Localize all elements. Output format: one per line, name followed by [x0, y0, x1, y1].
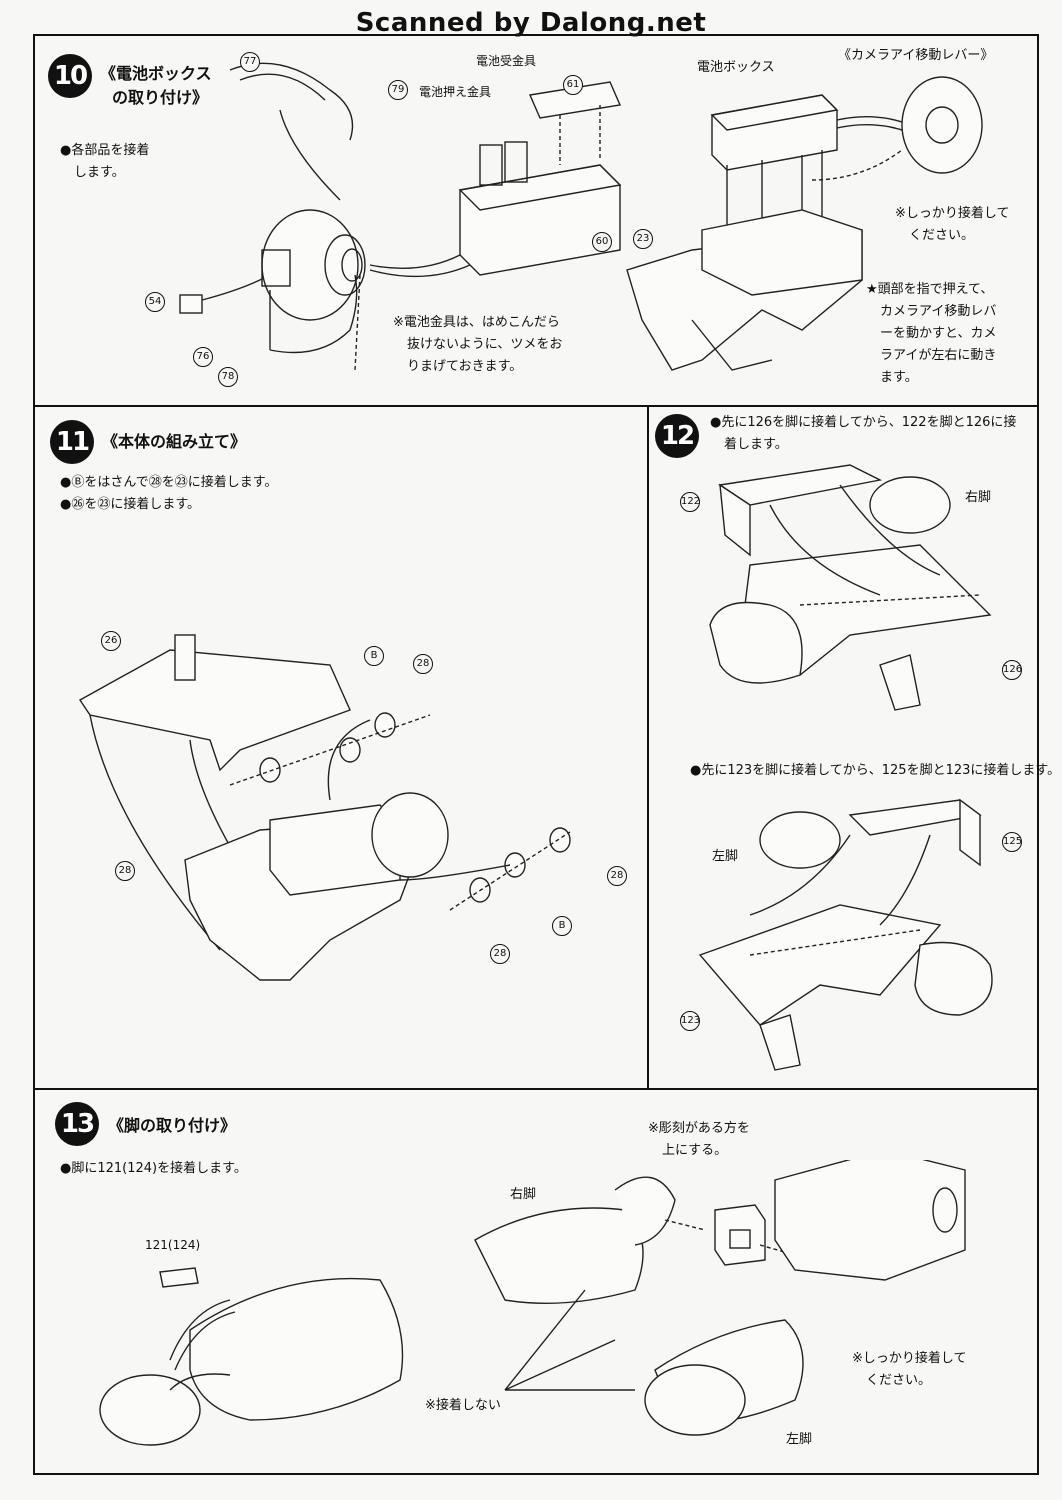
- left-leg-label-13: 左脚: [786, 1432, 813, 1447]
- step-10-title-line1: 《電池ボックス: [100, 64, 212, 83]
- step-11-note-2: ●㉖を㉓に接着します。: [60, 497, 201, 512]
- glue-firmly-notice-13-2: ください。: [866, 1373, 932, 1388]
- engraving-side-notice-2: 上にする。: [662, 1143, 728, 1158]
- part-60-label: 60: [592, 232, 612, 252]
- head-lever-notice: ★頭部を指で押えて、 カメラアイ移動レバ ーを動かすと、カメ ラアイが左右に動き…: [866, 279, 996, 389]
- part-26-label: 26: [101, 631, 121, 651]
- step-13-instructions: ●脚に121(124)を接着します。: [60, 1161, 247, 1176]
- glue-firmly-notice-10: ※しっかり接着して ください。: [895, 203, 1010, 247]
- right-leg-label-12: 右脚: [965, 490, 992, 505]
- step-13-leg-diagram: [99, 1267, 404, 1446]
- glue-firmly-notice-10-1: ※しっかり接着して: [895, 206, 1010, 221]
- glue-firmly-notice-13-1: ※しっかり接着して: [852, 1351, 967, 1366]
- step-12-upper-diagram: [709, 464, 992, 711]
- part-77-label: 77: [240, 52, 260, 72]
- instruction-sheet-frame: [33, 34, 1039, 1475]
- step-10-header: 10: [48, 54, 92, 98]
- battery-holder-label: 電池押え金具: [419, 85, 492, 99]
- battery-receiver-label: 電池受金具: [476, 54, 537, 68]
- camera-eye-lever-label: 《カメラアイ移動レバー》: [838, 48, 994, 63]
- step-13-header: 13: [55, 1102, 99, 1146]
- part-126-label: 126: [1002, 660, 1022, 680]
- battery-metal-notice-3: りまげておきます。: [407, 359, 523, 374]
- step-10-note-2: します。: [74, 165, 125, 180]
- head-lever-notice-1: ★頭部を指で押えて、: [866, 282, 994, 297]
- part-61-label: 61: [563, 75, 583, 95]
- no-glue-notice: ※接着しない: [425, 1398, 501, 1413]
- left-leg-label-12: 左脚: [712, 849, 739, 864]
- part-123-label: 123: [680, 1011, 700, 1031]
- part-76-label: 76: [193, 347, 213, 367]
- battery-metal-notice-2: 抜けないように、ツメをお: [407, 337, 563, 352]
- divider-row1: [35, 405, 1037, 407]
- engraving-side-notice-1: ※彫刻がある方を: [648, 1121, 750, 1136]
- part-23-label: 23: [633, 229, 653, 249]
- step-13-title: 《脚の取り付け》: [108, 1116, 237, 1135]
- step-number-badge: 13: [55, 1102, 99, 1146]
- step-10-body-diagram: [626, 76, 983, 371]
- part-122-label: 122: [680, 492, 700, 512]
- part-28-label-right: 28: [607, 866, 627, 886]
- part-b-label-top: B: [364, 646, 384, 666]
- part-125-label: 125: [1002, 832, 1022, 852]
- part-28-label-top: 28: [413, 654, 433, 674]
- head-lever-notice-3: ーを動かすと、カメ: [880, 326, 997, 341]
- battery-metal-notice: ※電池金具は、はめこんだら 抜けないように、ツメをお りまげておきます。: [393, 312, 562, 378]
- divider-col: [647, 406, 649, 1089]
- head-lever-notice-2: カメラアイ移動レバ: [880, 304, 997, 319]
- glue-firmly-notice-13: ※しっかり接着して ください。: [852, 1348, 967, 1392]
- step-10-head-diagram: [179, 62, 622, 371]
- scanner-watermark: Scanned by Dalong.net: [355, 8, 707, 38]
- right-leg-label-13: 右脚: [510, 1187, 537, 1202]
- step-number-badge: 12: [655, 414, 699, 458]
- step-10-note-1: ●各部品を接着: [60, 143, 150, 158]
- step-12-instructions-a: ●先に126を脚に接着してから、122を脚と126に接 着します。: [710, 412, 1016, 456]
- engraving-side-notice: ※彫刻がある方を 上にする。: [648, 1118, 750, 1162]
- step-11-body-diagram: [78, 634, 571, 981]
- step-10-title: 《電池ボックス の取り付け》: [100, 60, 212, 108]
- part-28-label-left: 28: [115, 861, 135, 881]
- step-11-title: 《本体の組み立て》: [102, 432, 247, 451]
- step-11-instructions: ●Ⓑをはさんで㉘を㉓に接着します。 ●㉖を㉓に接着します。: [60, 472, 277, 516]
- step-13-assembly-diagram: [474, 1160, 966, 1436]
- battery-metal-notice-1: ※電池金具は、はめこんだら: [393, 315, 560, 330]
- part-121-124-label: 121(124): [145, 1238, 201, 1252]
- step-12-note-a1: ●先に126を脚に接着してから、122を脚と126に接: [710, 415, 1017, 430]
- glue-firmly-notice-10-2: ください。: [909, 228, 975, 243]
- part-79-label: 79: [388, 80, 408, 100]
- step-12-instructions-b: ●先に123を脚に接着してから、125を脚と123に接着します。: [690, 763, 1061, 778]
- part-28-label-bottom: 28: [490, 944, 510, 964]
- step-10-title-line2: の取り付け》: [112, 88, 209, 107]
- part-b-label-bottom: B: [552, 916, 572, 936]
- step-12-lower-diagram: [698, 798, 993, 1071]
- step-12-header: 12: [655, 414, 699, 458]
- divider-row2: [35, 1088, 1037, 1090]
- step-12-note-a2: 着します。: [724, 437, 788, 452]
- head-lever-notice-5: ます。: [880, 370, 918, 385]
- part-78-label: 78: [218, 367, 238, 387]
- step-number-badge: 10: [48, 54, 92, 98]
- step-number-badge: 11: [50, 420, 94, 464]
- step-11-note-1: ●Ⓑをはさんで㉘を㉓に接着します。: [60, 475, 278, 490]
- step-11-header: 11: [50, 420, 94, 464]
- step-10-instructions: ●各部品を接着 します。: [60, 140, 149, 184]
- head-lever-notice-4: ラアイが左右に動き: [880, 348, 997, 363]
- battery-box-label: 電池ボックス: [697, 60, 775, 75]
- part-54-label: 54: [145, 292, 165, 312]
